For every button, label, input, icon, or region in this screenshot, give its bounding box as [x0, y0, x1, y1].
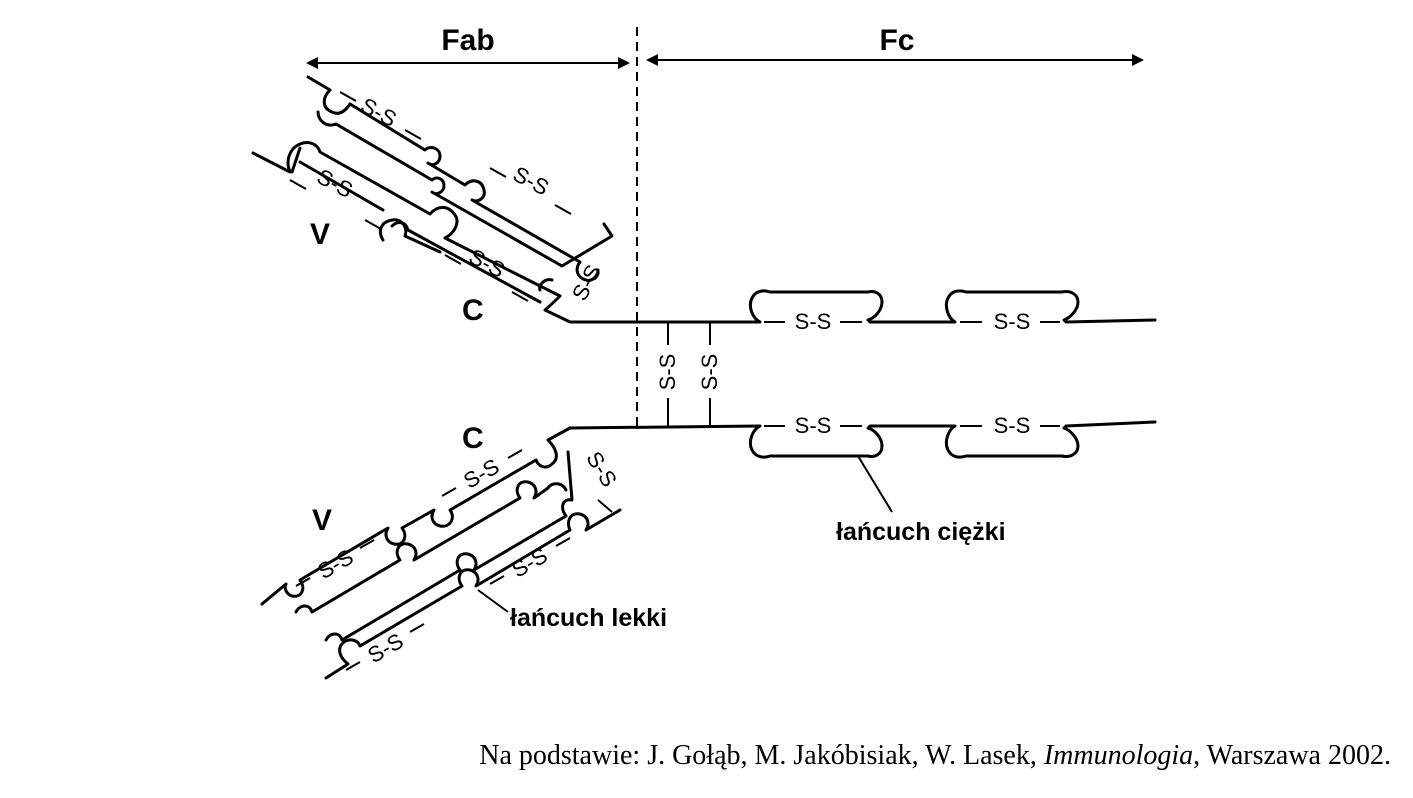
upper-ss-dash-h: [511, 291, 529, 302]
heavy-chain-pointer: [857, 455, 893, 513]
lower-light-chain-back: [324, 450, 574, 642]
upper-ss-dash-f: [554, 204, 572, 215]
lower-ss-5: S-S: [581, 447, 622, 491]
upper-v-label: V: [310, 218, 330, 251]
light-chain-label: łańcuch lekki: [510, 604, 667, 632]
fc-label: Fc: [879, 24, 914, 57]
fc-lower-ss-2: S-S: [994, 413, 1031, 438]
lower-ss-dash-h: [409, 623, 425, 633]
lower-ss-1: S-S: [459, 454, 503, 494]
lower-ss-dash-a: [441, 487, 457, 497]
upper-ss-dash-b: [404, 129, 422, 140]
lower-ss-dash-f: [555, 537, 571, 547]
upper-ss-4: S-S: [465, 244, 509, 283]
fc-lower-ss-1: S-S: [795, 413, 832, 438]
upper-ss-dash-e: [489, 167, 507, 178]
lower-c-label: C: [462, 422, 484, 455]
lower-light-chain: [324, 508, 622, 680]
lower-ss-dash-i: [597, 499, 613, 513]
upper-heavy-chain: [251, 141, 727, 324]
caption-suffix: , Warszawa 2002.: [1193, 740, 1391, 771]
fc-upper-heavy-chain: [723, 289, 1157, 324]
heavy-chain-label: łańcuch ciężki: [836, 518, 1006, 546]
upper-light-chain-back: [316, 110, 614, 268]
upper-heavy-inner-strand: [298, 160, 542, 304]
upper-ss-dash-c: [289, 179, 307, 190]
upper-ss-dash-g: [444, 254, 462, 265]
lower-ss-dash-e: [489, 575, 505, 585]
lower-heavy-chain-inner: [294, 480, 568, 614]
fc-upper-ss-1: S-S: [795, 309, 832, 334]
lower-ss-dash-b: [507, 449, 523, 459]
lower-ss-4: S-S: [363, 628, 407, 668]
upper-ss-1: S-S: [357, 93, 401, 132]
fab-label: Fab: [441, 24, 494, 57]
upper-light-chain: [306, 75, 600, 282]
lower-heavy-chain: [260, 426, 572, 606]
upper-ss-dash-d: [364, 219, 382, 230]
upper-ss-5: S-S: [567, 261, 606, 305]
lower-ss-dash-g: [345, 661, 361, 671]
lower-ss-dash-c: [295, 577, 311, 587]
caption-prefix: Na podstawie: J. Gołąb, M. Jakóbisiak, W…: [479, 740, 1044, 771]
upper-ss-dash-a: [339, 91, 357, 102]
upper-c-label: C: [462, 294, 484, 327]
lower-ss-3: S-S: [507, 543, 551, 583]
light-chain-pointer: [477, 589, 509, 613]
lower-ss-dash-d: [359, 539, 375, 549]
hinge-ss-right: S-S: [697, 354, 722, 391]
source-caption: Na podstawie: J. Gołąb, M. Jakóbisiak, W…: [479, 740, 1391, 772]
caption-title: Immunologia: [1043, 740, 1194, 771]
fc-lower-heavy-chain: [568, 420, 1157, 459]
upper-ss-2: S-S: [509, 161, 553, 200]
fc-upper-ss-2: S-S: [994, 309, 1031, 334]
lower-v-label: V: [312, 504, 332, 537]
upper-heavy-chain-outline: [290, 146, 554, 292]
hinge-ss-left: S-S: [655, 354, 680, 391]
